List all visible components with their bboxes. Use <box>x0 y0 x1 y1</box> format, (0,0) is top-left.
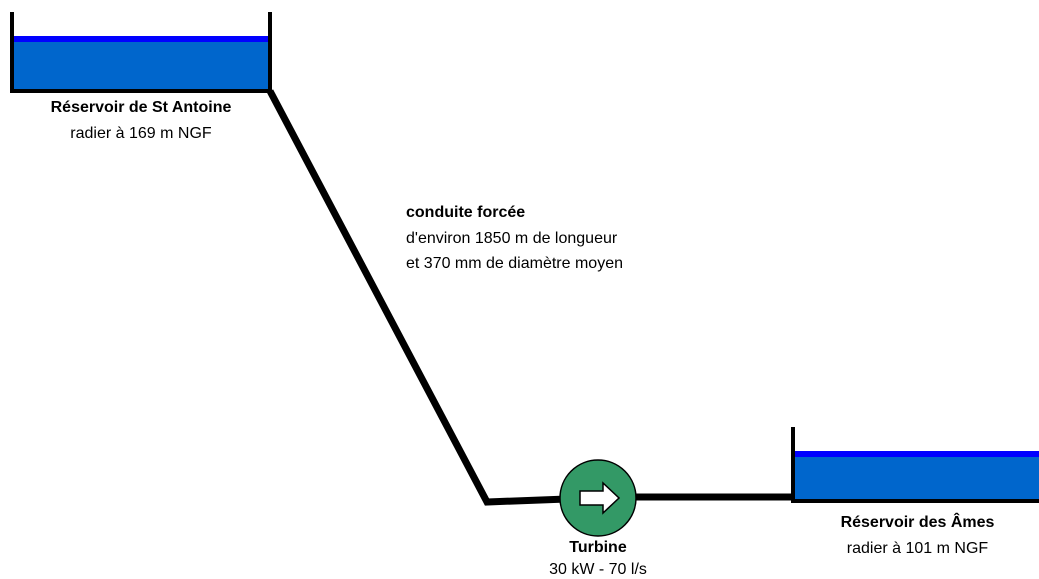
upper-reservoir <box>10 12 272 93</box>
penstock-pipe <box>266 89 568 506</box>
upper-reservoir-name: Réservoir de St Antoine <box>50 99 232 116</box>
upper-reservoir-wall <box>10 12 272 93</box>
turbine-arrow-icon <box>579 481 621 515</box>
lower-reservoir <box>791 427 1039 503</box>
lower-reservoir-detail: radier à 101 m NGF <box>846 540 989 557</box>
lower-reservoir-name: Réservoir des Âmes <box>840 514 995 531</box>
lower-reservoir-water <box>794 452 1039 501</box>
lower-reservoir-wall <box>791 427 1039 503</box>
penstock-title: conduite forcée <box>406 204 526 221</box>
penstock-length: d'environ 1850 m de longueur <box>406 230 618 247</box>
penstock-diameter: et 370 mm de diamètre moyen <box>406 255 623 272</box>
upper-reservoir-surface <box>13 36 270 42</box>
turbine-detail: 30 kW - 70 l/s <box>549 561 647 578</box>
turbine <box>559 459 637 537</box>
upper-reservoir-water <box>13 37 270 91</box>
lower-reservoir-surface <box>794 451 1039 457</box>
upper-reservoir-detail: radier à 169 m NGF <box>70 125 212 142</box>
turbine-name: Turbine <box>569 539 627 556</box>
